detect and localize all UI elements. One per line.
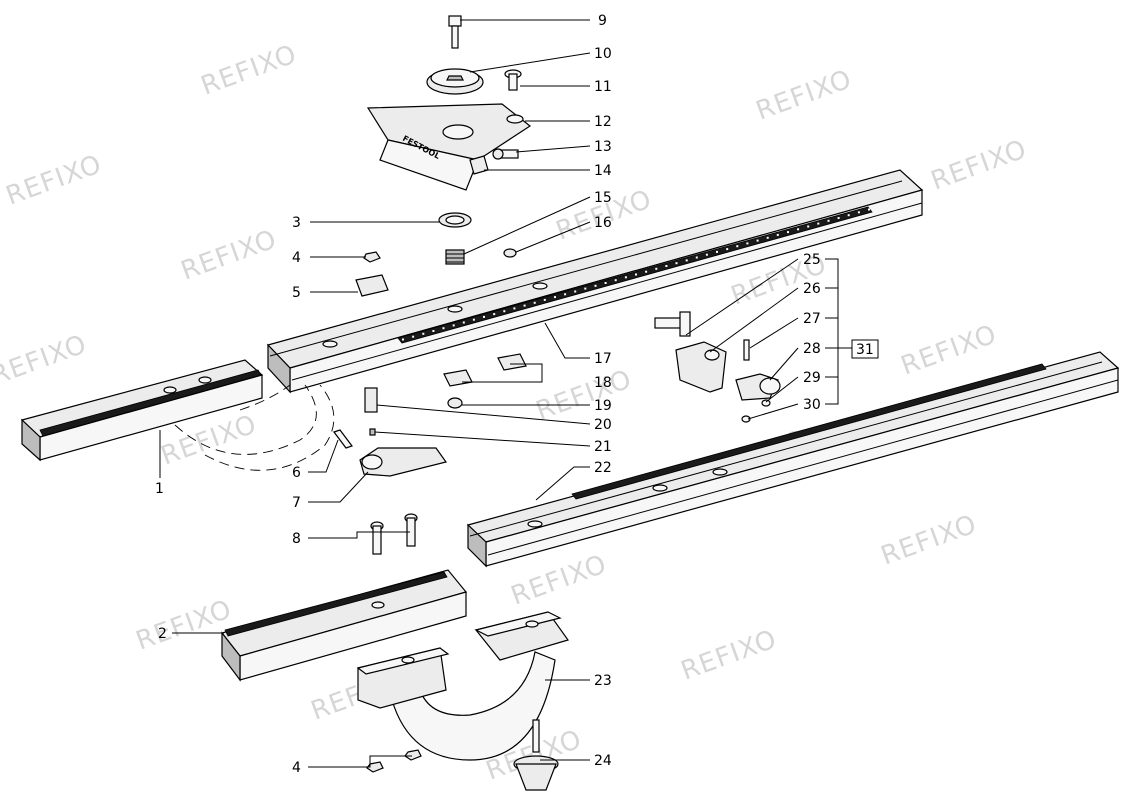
callout-27: 27 xyxy=(803,311,821,327)
rail-17-scale-marks xyxy=(402,208,870,341)
callout-29: 29 xyxy=(803,370,821,386)
watermark-text: REFIXO xyxy=(877,509,981,571)
watermark-text: REFIXO xyxy=(197,39,301,101)
callout-15: 15 xyxy=(594,190,612,206)
callout-31: 31 xyxy=(856,342,874,358)
callout-28: 28 xyxy=(803,341,821,357)
callout-23: 23 xyxy=(594,673,612,689)
watermark-text: REFIXO xyxy=(752,64,856,126)
callout-18: 18 xyxy=(594,375,612,391)
leader-lines xyxy=(159,19,879,768)
callout-4-lower: 4 xyxy=(292,760,301,776)
watermark-text: REFIXO xyxy=(177,224,281,286)
callout-24: 24 xyxy=(594,753,612,769)
callout-30: 30 xyxy=(803,397,821,413)
callout-11: 11 xyxy=(594,79,612,95)
callout-7: 7 xyxy=(292,495,301,511)
clamp-assembly: FESTOOL xyxy=(366,15,532,191)
callout-8: 8 xyxy=(292,531,301,547)
callout-20: 20 xyxy=(594,417,612,433)
small-parts xyxy=(333,212,527,773)
callout-19: 19 xyxy=(594,398,612,414)
callout-2: 2 xyxy=(158,626,167,642)
callout-4-upper: 4 xyxy=(292,250,301,266)
callout-14: 14 xyxy=(594,163,612,179)
callout-1: 1 xyxy=(155,481,164,497)
stop-assembly-parts xyxy=(654,311,781,423)
callout-17: 17 xyxy=(594,351,612,367)
watermark-text: REFIXO xyxy=(927,134,1031,196)
rail-1 xyxy=(20,359,264,462)
angle-bracket-23 xyxy=(356,611,569,761)
callout-5: 5 xyxy=(292,285,301,301)
callout-labels: 1 2 3 4 4 5 6 7 8 9 10 11 12 13 14 15 16… xyxy=(155,13,874,776)
callout-25: 25 xyxy=(803,252,821,268)
callout-16: 16 xyxy=(594,215,612,231)
rail-17 xyxy=(266,169,924,394)
rail-22 xyxy=(466,351,1120,568)
callout-22: 22 xyxy=(594,460,612,476)
watermark-text: REFIXO xyxy=(0,329,91,391)
dashed-connection-lines xyxy=(174,384,335,471)
rail-2 xyxy=(220,569,468,682)
watermark-text: REFIXO xyxy=(507,549,611,611)
watermark-text: REFIXO xyxy=(677,624,781,686)
callout-9: 9 xyxy=(598,13,607,29)
watermark-text: REFIXO xyxy=(2,149,106,211)
watermark-text: REFIXO xyxy=(897,319,1001,381)
watermark-text: REFIXO xyxy=(532,364,636,426)
watermark-text: REFIXO xyxy=(132,594,236,656)
callout-6: 6 xyxy=(292,465,301,481)
knob-24 xyxy=(513,719,559,791)
callout-3: 3 xyxy=(292,215,301,231)
callout-21: 21 xyxy=(594,439,612,455)
callout-12: 12 xyxy=(594,114,612,130)
callout-13: 13 xyxy=(594,139,612,155)
callout-10: 10 xyxy=(594,46,612,62)
callout-26: 26 xyxy=(803,281,821,297)
